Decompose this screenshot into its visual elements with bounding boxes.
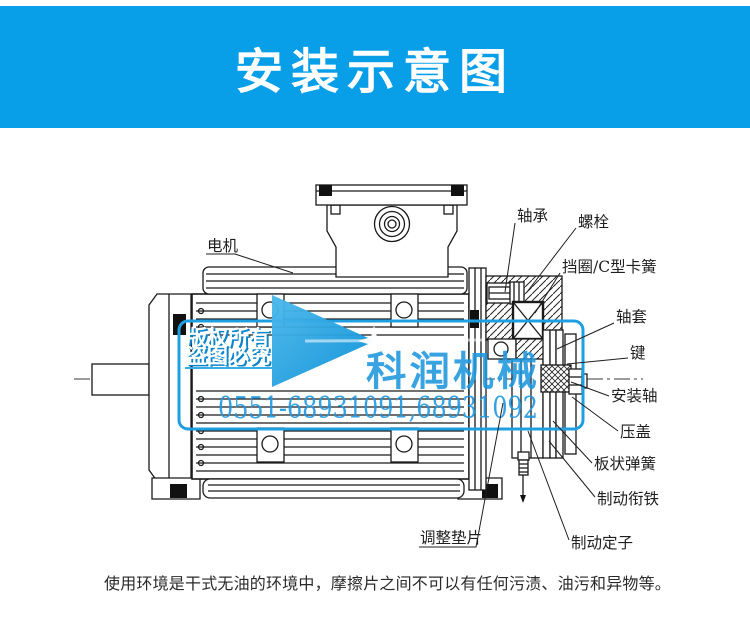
watermark-phone: 0551-68931091,68931092 (218, 391, 538, 426)
lens-flare-star-icon (358, 325, 390, 357)
page-title: 安装示意图 (234, 46, 515, 99)
usage-note: 使用环境是干式无油的环境中，摩擦片之间不可以有任何污渍、油污和异物等。 (104, 574, 672, 593)
adjusting-screw (517, 451, 530, 503)
watermark-line1: 版权所有 (186, 326, 270, 350)
leader-lines (206, 222, 629, 548)
watermark: 版权所有 版权所有 盗图必究 盗图必究 科润机械 0551-68931091,6… (177, 295, 585, 431)
callout-labels: 电机 轴承 螺栓 挡圈/C型卡簧 轴套 键 安装轴 压盖 板状弹簧 制动衔铁 制… (207, 207, 659, 552)
watermark-brand: 科润机械 (366, 350, 540, 394)
watermark-line1-shadow: 版权所有 (188, 328, 272, 352)
watermark-line2: 盗图必究 (186, 344, 270, 368)
terminal-box (315, 184, 468, 278)
lens-flare-streak (304, 338, 483, 343)
watermark-line2-shadow: 盗图必究 (188, 346, 272, 370)
label-brake-armature: 制动衔铁 (597, 490, 659, 508)
brake-assembly (485, 275, 588, 503)
label-bearing: 轴承 (517, 207, 548, 225)
header-banner: 安装示意图 (0, 6, 750, 128)
label-circlip: 挡圈/C型卡簧 (562, 258, 657, 276)
label-plate-spring: 板状弹簧 (594, 455, 656, 473)
label-bolt: 螺栓 (578, 213, 609, 231)
tie-rod-lugs (256, 293, 419, 463)
label-key: 键 (630, 344, 646, 362)
watermark-frame (177, 319, 585, 431)
motor-drawing (74, 184, 643, 503)
label-gland: 压盖 (620, 423, 651, 441)
label-shaft-sleeve: 轴套 (616, 308, 647, 326)
label-motor: 电机 (207, 237, 239, 255)
brake-stator-part (511, 358, 544, 459)
label-mounting-shaft: 安装轴 (611, 387, 658, 405)
output-shaft (91, 363, 150, 396)
label-adjusting-shim: 调整垫片 (420, 529, 482, 547)
mounting-shaft-part (540, 364, 572, 393)
label-brake-stator: 制动定子 (571, 534, 633, 552)
